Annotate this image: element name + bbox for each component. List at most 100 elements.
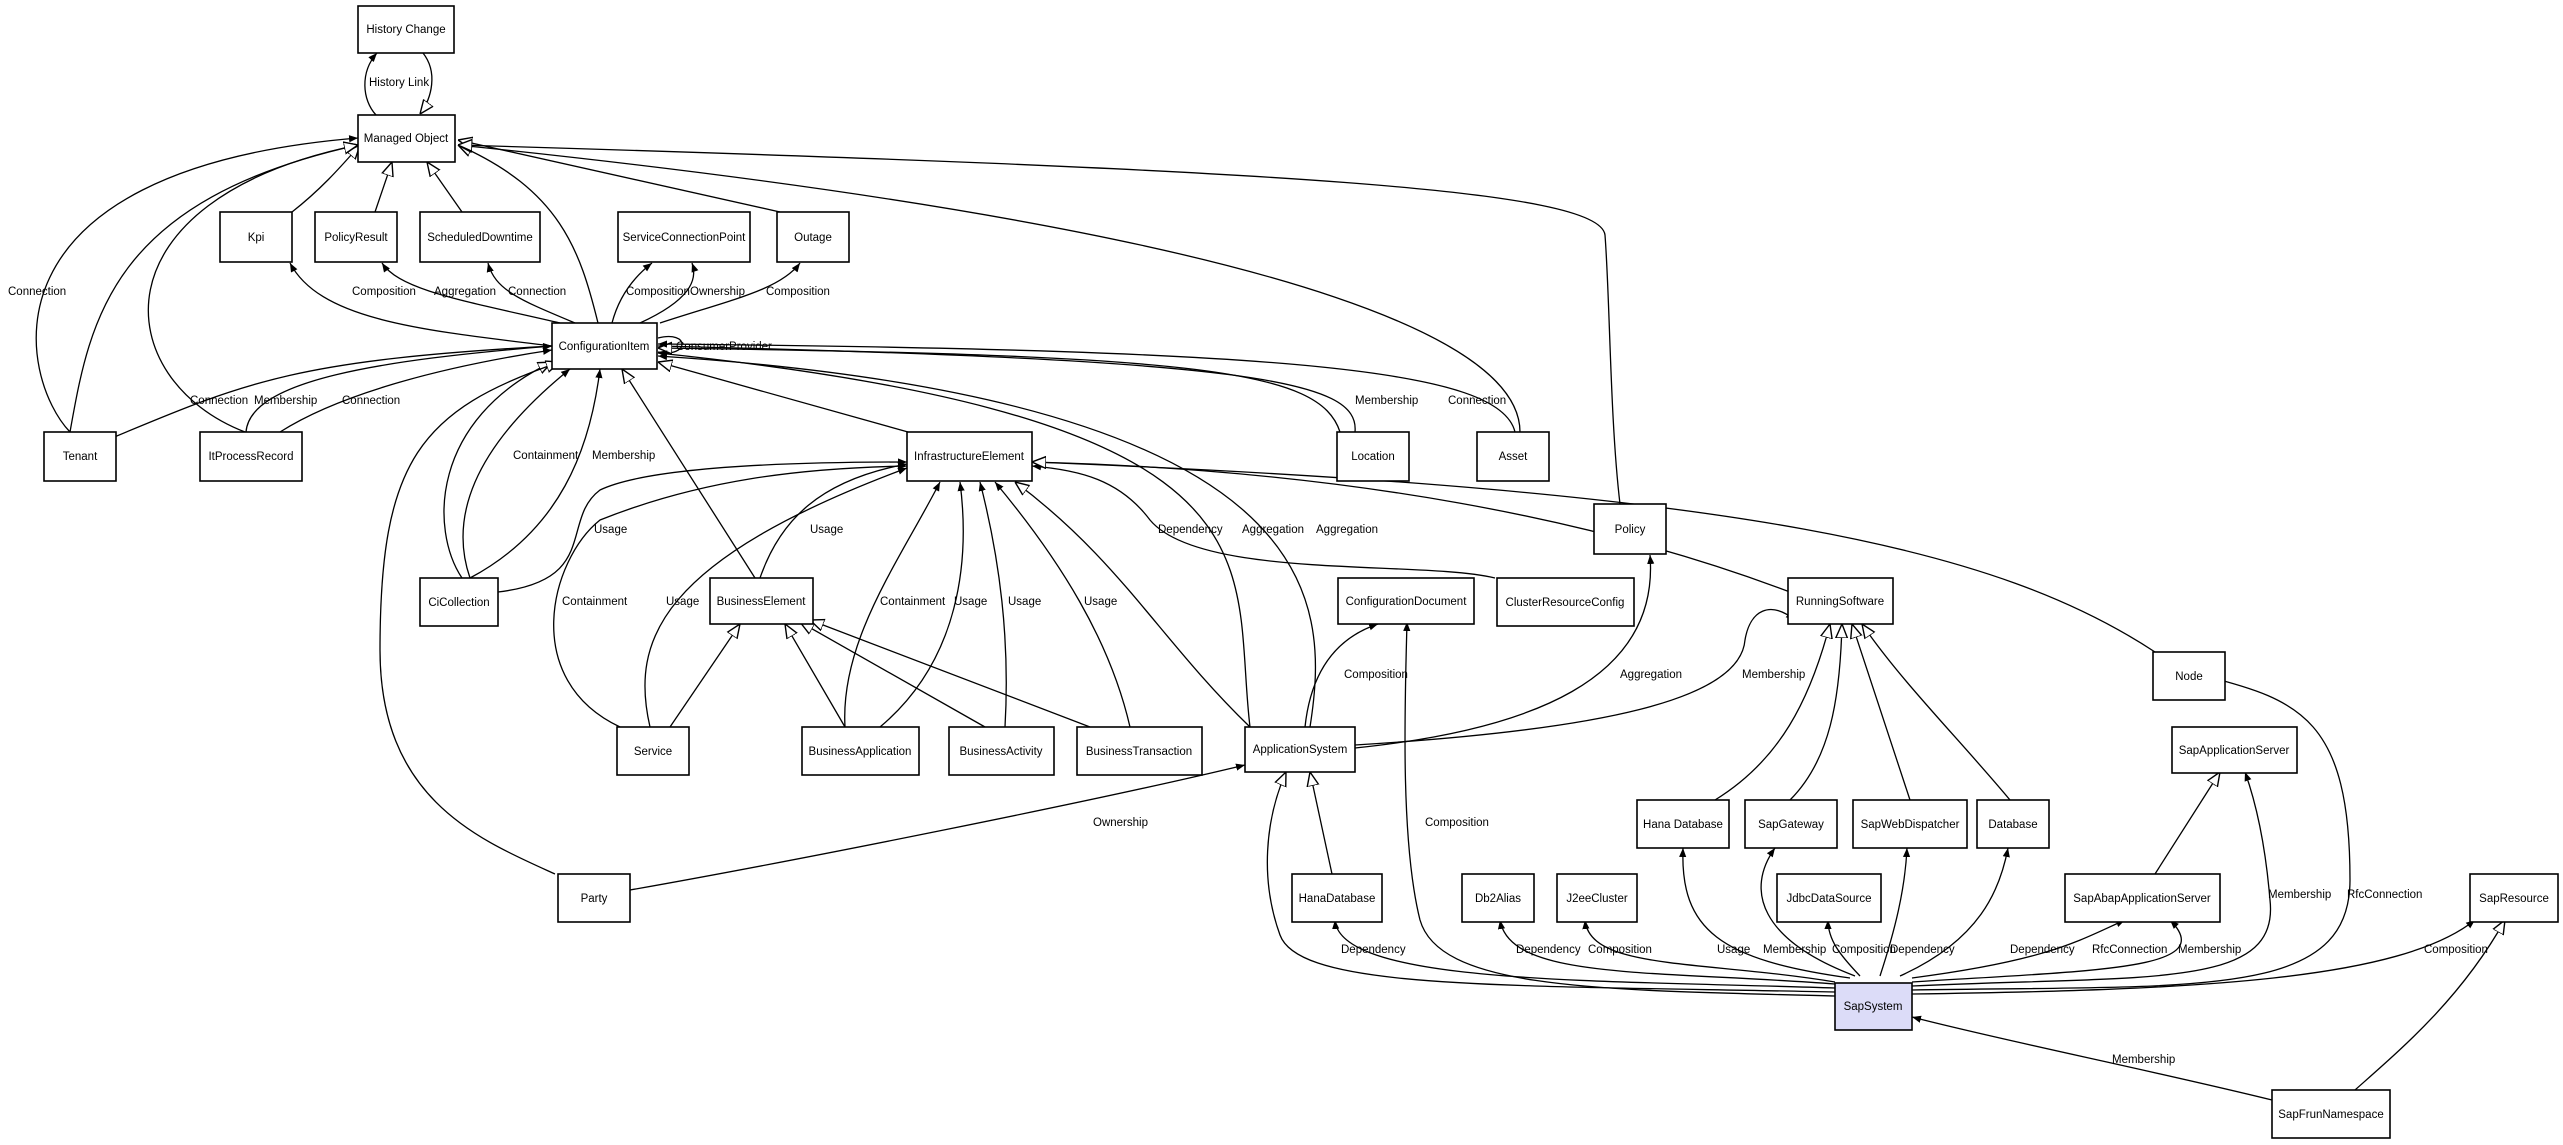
node-node[interactable]: Node [2152, 651, 2226, 701]
edge-label-dependency-cluster: Dependency [1158, 524, 1223, 536]
node-policy-result[interactable]: PolicyResult [314, 211, 398, 263]
edge-label-ownership-scp: Ownership [690, 286, 745, 298]
node-sap-web-dispatcher[interactable]: SapWebDispatcher [1852, 799, 1968, 849]
node-business-application[interactable]: BusinessApplication [801, 726, 920, 776]
node-label: Party [581, 893, 608, 905]
edge-webdisp-runningsw [1852, 624, 1911, 801]
node-label: Service [634, 746, 672, 758]
edge-sapsys-configdoc [1403, 621, 1836, 997]
edge-label-membership-cicollection: Membership [592, 450, 655, 462]
edge-sapsys-hanadb [1332, 919, 1836, 989]
edge-abap-appserver [2154, 772, 2220, 875]
edge-businessapp-infra-usage [879, 481, 965, 728]
edge-label-consumer-provider: ConsumerProvider [676, 341, 772, 353]
node-sap-gateway[interactable]: SapGateway [1744, 799, 1838, 849]
node-sap-system[interactable]: SapSystem [1834, 982, 1913, 1031]
edge-label-containment-service: Containment [562, 596, 628, 608]
node-label: SapApplicationServer [2179, 745, 2290, 757]
edge-history-inherit [420, 52, 432, 114]
edge-label-connection-itpr: Connection [342, 395, 400, 407]
edge-appsys-ci-aggr1 [657, 350, 1251, 728]
node-label: BusinessElement [717, 596, 807, 608]
node-infrastructure-element[interactable]: InfrastructureElement [906, 431, 1033, 482]
edge-ci-scp-comp [611, 262, 653, 324]
nodes: History Change Managed Object Kpi Policy… [43, 5, 2559, 1139]
edge-policyresult-mo [374, 162, 392, 213]
edge-ci-outage [659, 262, 801, 324]
node-label: SapSystem [1844, 1001, 1903, 1013]
node-label: Database [1988, 819, 2037, 831]
edge-label-usage-businesselement: Usage [810, 524, 843, 536]
node-service[interactable]: Service [616, 726, 690, 776]
node-db2-alias[interactable]: Db2Alias [1461, 873, 1535, 923]
edge-asset-mo [458, 145, 1521, 433]
node-cluster-resource-config[interactable]: ClusterResourceConfig [1496, 577, 1635, 627]
node-label: SapWebDispatcher [1861, 819, 1960, 831]
node-hana-database[interactable]: HanaDatabase [1291, 873, 1383, 923]
edge-ci-mo [458, 145, 599, 324]
edge-label-membership-location: Membership [1355, 395, 1418, 407]
node-running-software[interactable]: RunningSoftware [1787, 577, 1894, 625]
node-label: Asset [1499, 451, 1529, 463]
node-it-process-record[interactable]: ItProcessRecord [199, 431, 303, 482]
edge-sapsys-abap-rfc [1911, 919, 2126, 979]
node-business-element[interactable]: BusinessElement [709, 577, 814, 625]
edge-appsys-runningsw [1354, 609, 1796, 746]
node-policy[interactable]: Policy [1593, 503, 1667, 555]
node-sap-frun-namespace[interactable]: SapFrunNamespace [2271, 1089, 2391, 1139]
edge-sapsys-jdbc [1824, 919, 1861, 977]
node-label: Outage [794, 232, 832, 244]
edge-businessapp-businesselement [785, 624, 846, 728]
node-label: BusinessTransaction [1086, 746, 1192, 758]
edge-label-membership-abap: Membership [2178, 944, 2241, 956]
edge-appsys-configdoc [1304, 623, 1379, 728]
edge-label-membership-itpr: Membership [254, 395, 317, 407]
node-location[interactable]: Location [1336, 431, 1410, 482]
edge-sapsys-webdisp [1879, 847, 1911, 977]
node-tenant[interactable]: Tenant [43, 431, 117, 482]
edge-kpi-mo [291, 145, 360, 213]
node-service-connection-point[interactable]: ServiceConnectionPoint [617, 211, 751, 263]
edge-sapsys-abap-member [1911, 919, 2183, 983]
node-label: SapFrunNamespace [2278, 1109, 2383, 1121]
node-label: Kpi [248, 232, 265, 244]
node-ci-collection[interactable]: CiCollection [419, 577, 499, 627]
node-sap-application-server[interactable]: SapApplicationServer [2171, 726, 2298, 774]
node-sap-resource[interactable]: SapResource [2469, 873, 2559, 923]
edge-service-infra-contain [553, 462, 908, 728]
edge-itpr-ci-member [245, 343, 553, 433]
node-application-system[interactable]: ApplicationSystem [1244, 726, 1356, 773]
node-managed-object[interactable]: Managed Object [357, 114, 456, 163]
edge-frun-sapsys [1911, 1015, 2273, 1101]
node-sap-abap-application-server[interactable]: SapAbapApplicationServer [2064, 873, 2221, 923]
edge-label-membership-appserver: Membership [2268, 889, 2331, 901]
edge-cicollection-ci-member [469, 368, 603, 579]
node-j2ee-cluster[interactable]: J2eeCluster [1556, 873, 1638, 923]
node-jdbc-data-source[interactable]: JdbcDataSource [1776, 873, 1882, 923]
node-party[interactable]: Party [557, 873, 631, 923]
node-database[interactable]: Database [1976, 799, 2050, 849]
edge-frun-sapresource [2354, 920, 2505, 1091]
edge-policy-mo [458, 145, 1621, 505]
edge-location-ci-member [657, 342, 1356, 433]
edge-hanasw-runningsw [1714, 624, 1830, 801]
node-history-change[interactable]: History Change [357, 5, 455, 54]
edge-label-composition-j2ee: Composition [1588, 944, 1652, 956]
edge-label-dependency-hanadb: Dependency [1341, 944, 1406, 956]
node-configuration-document[interactable]: ConfigurationDocument [1337, 577, 1475, 625]
edge-businessactivity-businesselement [800, 622, 986, 728]
edge-labels: History Link Connection Composition Aggr… [8, 77, 2488, 1066]
edge-label-composition-jdbc: Composition [1832, 944, 1896, 956]
node-scheduled-downtime[interactable]: ScheduledDowntime [419, 211, 541, 263]
node-label: CiCollection [428, 597, 489, 609]
node-kpi[interactable]: Kpi [219, 211, 293, 263]
node-configuration-item[interactable]: ConfigurationItem [551, 322, 658, 370]
node-asset[interactable]: Asset [1476, 431, 1550, 482]
edge-label-dependency-database: Dependency [2010, 944, 2075, 956]
node-business-activity[interactable]: BusinessActivity [948, 726, 1055, 776]
node-business-transaction[interactable]: BusinessTransaction [1076, 726, 1203, 776]
node-outage[interactable]: Outage [776, 211, 850, 263]
edge-label-aggregation-policy: Aggregation [1620, 669, 1682, 681]
node-hana-database-sw[interactable]: Hana Database [1636, 799, 1730, 849]
